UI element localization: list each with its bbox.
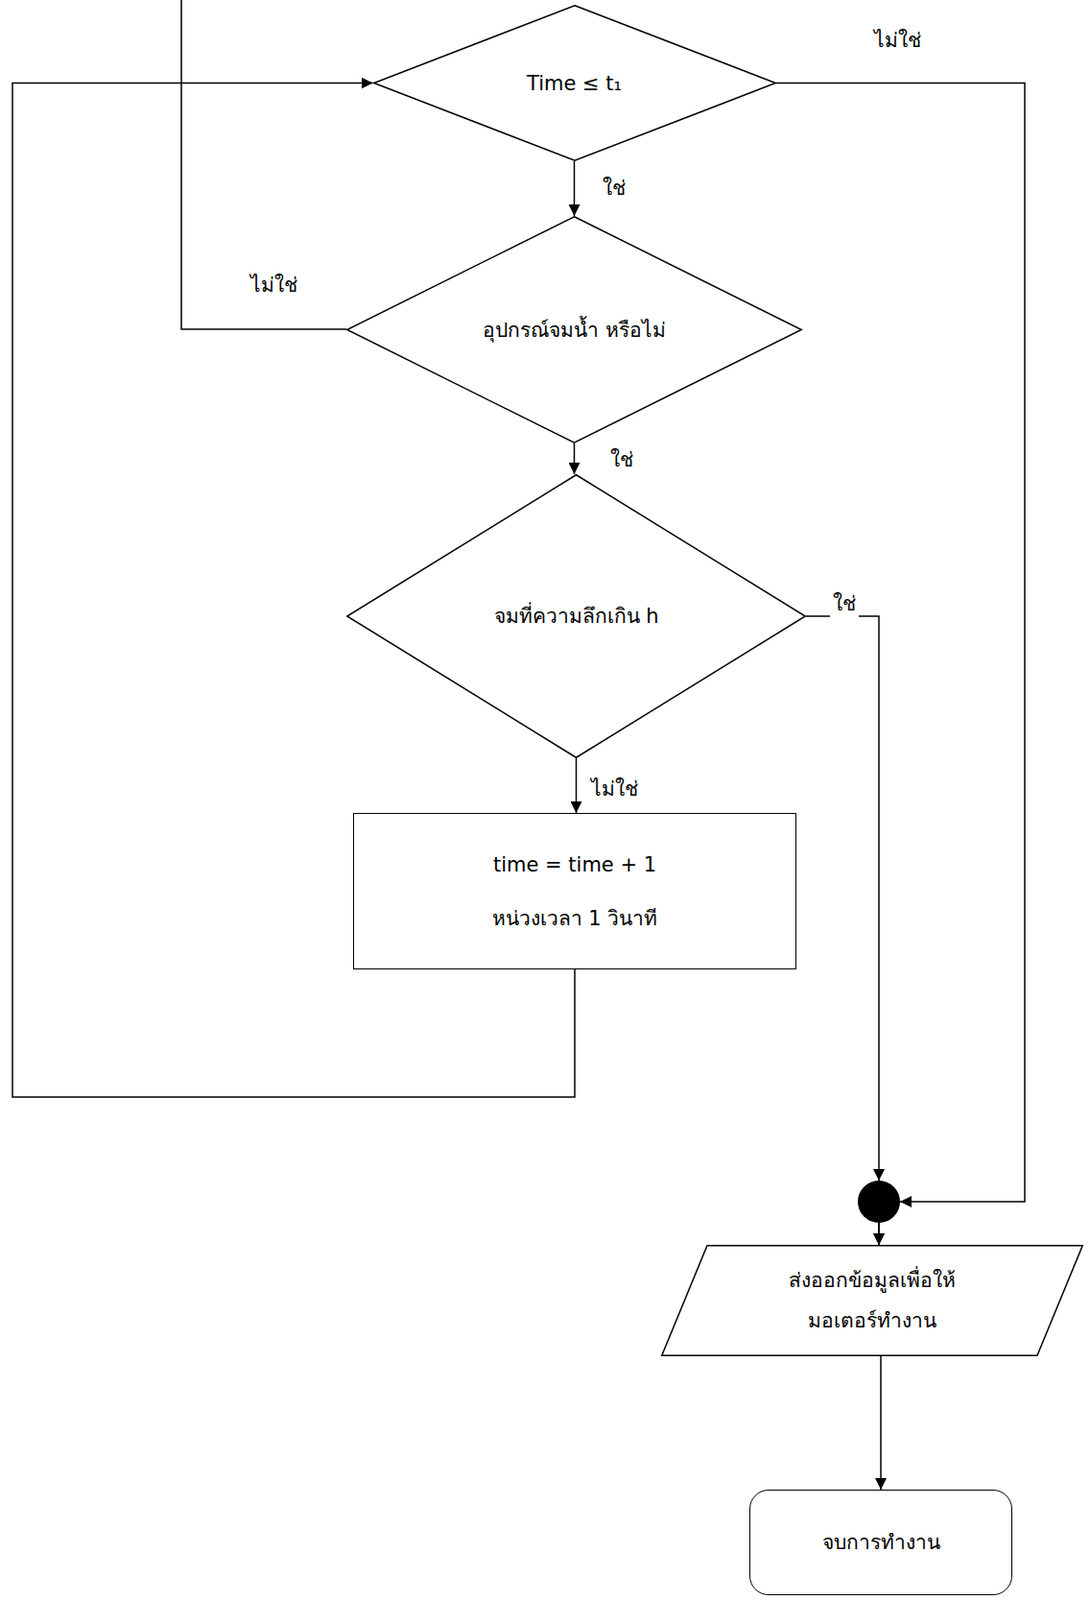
node-text: อุปกรณ์จมน้ำ หรือไม่ [482,309,666,351]
flow-arrow [776,83,1026,1246]
edge-label: ใช่ [607,445,637,476]
node-text-group: Time ≤ t₁ [478,63,671,104]
terminal-box: จบการทำงาน [749,1489,1013,1595]
shape-path [373,5,776,162]
edge-label: ใช่ [829,589,859,620]
decision-diamond: อุปกรณ์จมน้ำ หรือไม่ [346,215,803,444]
node-text: จบการทำงาน [822,1521,941,1563]
node-text-group: จมที่ความลึกเกิน h [490,595,664,637]
shape-outline [661,1244,1084,1356]
node-text-group: จบการทำงาน [765,1521,996,1563]
flow-arrow [573,161,576,216]
flow-arrow [573,443,576,474]
node-text: Time ≤ t₁ [526,63,622,104]
output-parallelogram: ส่งออกข้อมูลเพื่อให้ มอเตอร์ทำงาน [661,1244,1084,1356]
arrowhead [873,1168,885,1181]
arrowhead [900,1195,912,1208]
process-box: time = time + 1 หน่วงเวลา 1 วินาที [353,812,797,970]
shape-path [347,474,806,759]
shape-path [662,1245,1084,1356]
node-text-group: ส่งออกข้อมูลเพื่อให้ มอเตอร์ทำงาน [752,1259,993,1341]
junction-dot [857,1180,901,1223]
edge-label: ใช่ [599,173,629,205]
flow-arrow [805,616,879,1245]
node-text: หน่วงเวลา 1 วินาที [492,898,659,939]
decision-diamond: Time ≤ t₁ [373,4,777,162]
node-text: จมที่ความลึกเกิน h [494,595,660,637]
edge-label: ไม่ใช่ [871,25,925,57]
flow-arrow [879,1355,882,1490]
decision-diamond: จมที่ความลึกเกิน h [346,473,806,759]
node-text: ส่งออกข้อมูลเพื่อให้ มอเตอร์ทำงาน [752,1259,993,1341]
flow-arrow [575,758,578,813]
node-text-group: time = time + 1 หน่วงเวลา 1 วินาที [373,844,777,939]
edge-label: ไม่ใช่ [588,774,641,806]
shape-path [347,216,803,444]
exit-line [181,0,347,330]
node-text-group: อุปกรณ์จมน้ำ หรือไม่ [478,309,671,351]
node-text: time = time + 1 [493,844,657,885]
branch-label: ไม่ใช่ [247,270,301,302]
